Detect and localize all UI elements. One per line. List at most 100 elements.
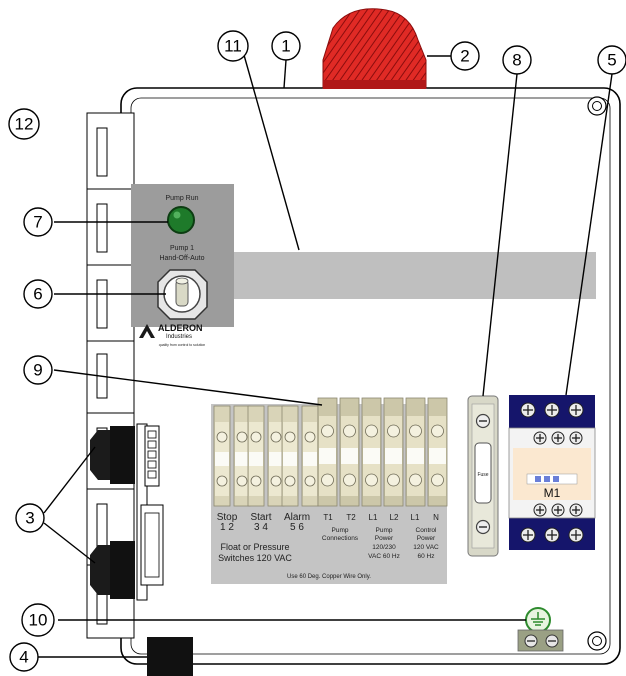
fuse-label: Fuse [477,472,488,478]
svg-text:3: 3 [25,509,34,528]
svg-text:12: 12 [15,115,34,134]
label-l2: L2 [390,513,399,522]
svg-text:8: 8 [512,51,521,70]
svg-text:6: 6 [33,285,42,304]
callout-11: 11 [217,30,249,62]
leader-lines [38,54,613,658]
corner-screw-icon [587,96,607,116]
bottom-latch-block [147,637,193,676]
callout-1: 1 [271,31,301,61]
control-power-line2: Power [417,535,436,542]
screw-icon [569,431,583,445]
label-alarm: Alarm [284,512,310,523]
pump-power-line1: Pump [376,527,393,534]
screw-icon [568,402,584,418]
svg-text:4: 4 [19,648,28,667]
svg-text:10: 10 [29,611,48,630]
screw-icon [520,527,536,543]
terminal-block [213,405,231,507]
label-start-nums: 3 4 [254,522,268,533]
callout-6: 6 [23,279,53,309]
callout-4: 4 [9,642,39,672]
screw-icon [520,402,536,418]
ground-lugs [517,629,564,652]
svg-text:9: 9 [33,361,42,380]
contactor-screws [520,402,584,543]
terminal-block [317,397,338,507]
terminal-block [233,405,251,507]
callout-2: 2 [450,41,480,71]
screw-icon [533,503,547,517]
pump-power-line2: Power [375,535,394,542]
callout-3: 3 [15,503,45,533]
label-start: Start [250,512,271,523]
callout-12: 12 [8,108,40,140]
svg-text:7: 7 [33,213,42,232]
float-switch-line1: Float or Pressure [220,542,289,552]
callout-5: 5 [597,45,626,75]
contactor-label: M1 [544,486,561,500]
pump-run-light-icon [167,206,195,234]
control-power-line4: 60 Hz [418,553,435,560]
terminal-block [267,405,285,507]
screw-icon [544,402,560,418]
terminal-block [281,405,299,507]
svg-text:11: 11 [224,37,242,56]
svg-text:5: 5 [607,51,616,70]
pump-run-label: Pump Run [165,195,198,202]
label-stop-nums: 1 2 [220,522,234,533]
pump-power-line3: 120/230 [372,544,396,551]
alderon-logo-icon [139,324,155,338]
label-stop: Stop [217,512,238,523]
screw-icon [533,431,547,445]
cable-gland-icon [90,541,135,599]
alderon-logo-sub: Industries [166,334,192,340]
terminal-block [339,397,360,507]
label-n: N [433,513,439,522]
fuse-holder: Fuse [467,395,499,557]
callout-bubbles: 1 2 3 4 5 6 7 8 9 10 11 12 [8,30,626,672]
alderon-logo-word: ALDERON [158,323,203,333]
terminal-block [383,397,404,507]
terminal-block [247,405,265,507]
screw-icon [568,527,584,543]
label-alarm-nums: 5 6 [290,522,304,533]
svg-text:2: 2 [460,47,469,66]
wire-note: Use 60 Deg. Copper Wire Only. [287,574,371,580]
label-l1a: L1 [369,513,378,522]
hoa-label-line2: Hand-Off-Auto [159,255,204,262]
float-switch-line2: Switches 120 VAC [218,553,292,563]
cable-gland-icon [90,426,135,484]
terminal-block [301,405,319,507]
screw-icon [544,527,560,543]
corner-screw-icon [587,631,607,651]
callout-9: 9 [23,355,53,385]
label-l1b: L1 [411,513,420,522]
side-terminal-strip [136,423,164,601]
screw-icon [569,503,583,517]
din-rail [200,252,596,299]
pump-power-line4: VAC 60 Hz [368,553,400,560]
terminal-labels: Stop 1 2 Start 3 4 Alarm 5 6 T1 T2 L1 L2… [217,512,439,580]
ground-symbol-icon [525,607,551,633]
alderon-tagline: quality from control to solution [159,343,206,347]
pump-connections-line1: Pump [332,527,349,534]
svg-text:1: 1 [281,37,290,56]
callout-7: 7 [23,207,53,237]
terminal-block-strip [213,397,448,507]
label-t1: T1 [323,513,333,522]
hoa-switch-icon [157,269,208,320]
screw-icon [551,503,565,517]
terminal-block [361,397,382,507]
hoa-label-line1: Pump 1 [170,245,194,252]
terminal-block [427,397,448,507]
contactor-m1: M1 [508,395,596,550]
callout-10: 10 [21,603,55,637]
callout-8: 8 [502,45,532,75]
control-power-line3: 120 VAC [413,544,439,551]
screw-icon [551,431,565,445]
terminal-block [405,397,426,507]
control-power-line1: Control [416,527,438,534]
alarm-beacon-icon [322,8,427,89]
